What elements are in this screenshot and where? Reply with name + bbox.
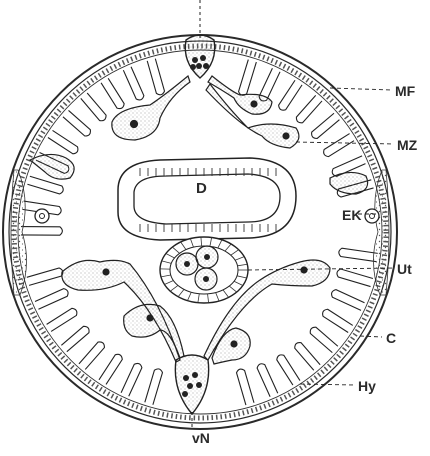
label-hy: Hy (358, 379, 376, 393)
label-c: C (386, 331, 396, 345)
intestine (118, 158, 296, 240)
uterus (160, 237, 248, 303)
label-vn: vN (192, 431, 210, 445)
dorsal-nerve (185, 0, 214, 78)
label-mf: MF (395, 84, 415, 98)
label-ut: Ut (397, 262, 412, 276)
label-d: D (196, 181, 207, 196)
label-ek: EK (342, 208, 361, 222)
label-mz: MZ (397, 138, 417, 152)
